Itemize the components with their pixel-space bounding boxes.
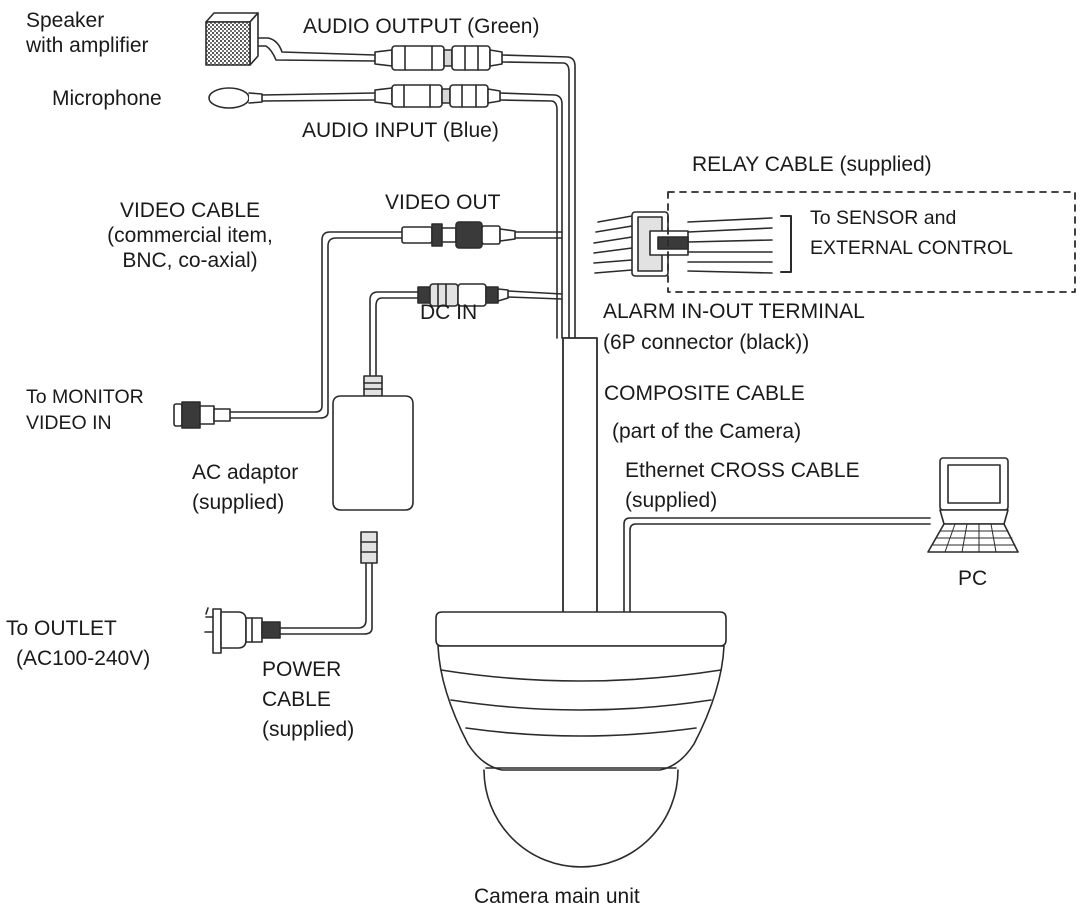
audio-input-cable bbox=[499, 92, 563, 339]
ethernet-line2: (supplied) bbox=[625, 489, 718, 512]
speaker-icon bbox=[205, 12, 259, 66]
power-cable-label: POWER CABLE (supplied) bbox=[262, 655, 354, 745]
audio-output-connectors bbox=[374, 45, 503, 71]
video-cable-line3: BNC, co-axial) bbox=[122, 249, 258, 272]
power-cable-line2: CABLE bbox=[262, 688, 331, 711]
video-cable-label: VIDEO CABLE (commercial item, BNC, co-ax… bbox=[80, 198, 300, 273]
monitor-bnc-plug bbox=[173, 401, 231, 429]
video-out-label: VIDEO OUT bbox=[385, 191, 501, 214]
relay-connector-icon bbox=[631, 211, 792, 277]
microphone-label: Microphone bbox=[52, 87, 162, 110]
ethernet-line1: Ethernet CROSS CABLE bbox=[625, 459, 860, 482]
power-cable-line3: (supplied) bbox=[262, 718, 355, 741]
video-cable-line2: (commercial item, bbox=[107, 224, 273, 247]
composite-cable-line1: COMPOSITE CABLE bbox=[604, 382, 805, 405]
video-cable bbox=[229, 231, 403, 419]
speaker-label-line1: Speaker bbox=[26, 9, 105, 32]
speaker-label-line2: with amplifier bbox=[26, 34, 149, 57]
ac-adaptor-line1: AC adaptor bbox=[192, 461, 299, 484]
power-cable-line1: POWER bbox=[262, 658, 342, 681]
speaker-label: Speaker with amplifier bbox=[26, 8, 149, 58]
sensor-control-label: To SENSOR and EXTERNAL CONTROL bbox=[810, 203, 1013, 263]
ac-adaptor-line2: (supplied) bbox=[192, 491, 285, 514]
composite-cable-line2: (part of the Camera) bbox=[612, 420, 802, 443]
alarm-terminal-label: ALARM IN-OUT TERMINAL (6P connector (bla… bbox=[603, 296, 865, 358]
audio-input-label: AUDIO INPUT (Blue) bbox=[302, 119, 499, 142]
video-out-cable bbox=[514, 231, 563, 239]
dc-in-label: DC IN bbox=[420, 301, 478, 324]
pc-icon bbox=[927, 457, 1019, 553]
microphone-icon bbox=[208, 87, 263, 109]
ac-adaptor-label: AC adaptor (supplied) bbox=[192, 458, 298, 518]
alarm-terminal-line1: ALARM IN-OUT TERMINAL bbox=[603, 300, 865, 323]
microphone-lead bbox=[261, 92, 376, 102]
composite-cable-label: COMPOSITE CABLE (part of the Camera) bbox=[604, 375, 805, 451]
pc-label: PC bbox=[958, 567, 988, 590]
sensor-control-line1: To SENSOR and bbox=[810, 207, 957, 229]
outlet-label: To OUTLET (AC100-240V) bbox=[6, 614, 150, 674]
speaker-lead bbox=[253, 37, 376, 62]
audio-output-label: AUDIO OUTPUT (Green) bbox=[303, 15, 540, 38]
plug-icon bbox=[204, 607, 281, 654]
monitor-label-line2: VIDEO IN bbox=[26, 412, 112, 434]
dc-cable bbox=[369, 291, 419, 384]
monitor-label-line1: To MONITOR bbox=[26, 386, 144, 408]
audio-output-cable bbox=[501, 54, 576, 339]
dome-camera-icon bbox=[435, 611, 727, 868]
outlet-line1: To OUTLET bbox=[6, 617, 117, 640]
ac-adaptor-icon bbox=[332, 375, 414, 564]
bnc-connector-icon bbox=[401, 221, 516, 249]
relay-cable-label: RELAY CABLE (supplied) bbox=[692, 153, 932, 176]
relay-lead-wires bbox=[593, 215, 633, 274]
power-cable bbox=[279, 562, 373, 635]
dc-in-cable bbox=[507, 290, 563, 300]
outlet-line2: (AC100-240V) bbox=[16, 647, 151, 670]
alarm-terminal-line2: (6P connector (black)) bbox=[603, 331, 810, 354]
sensor-control-line2: EXTERNAL CONTROL bbox=[810, 237, 1013, 259]
camera-label: Camera main unit bbox=[474, 885, 640, 908]
dc-in-connectors bbox=[417, 283, 509, 307]
monitor-label: To MONITOR VIDEO IN bbox=[26, 384, 144, 436]
relay-dashed-box bbox=[667, 191, 1076, 293]
ethernet-cable bbox=[623, 517, 931, 613]
composite-cable-tube bbox=[562, 337, 598, 616]
video-cable-line1: VIDEO CABLE bbox=[119, 199, 261, 222]
audio-input-connectors bbox=[374, 84, 501, 108]
ethernet-label: Ethernet CROSS CABLE (supplied) bbox=[625, 456, 860, 516]
